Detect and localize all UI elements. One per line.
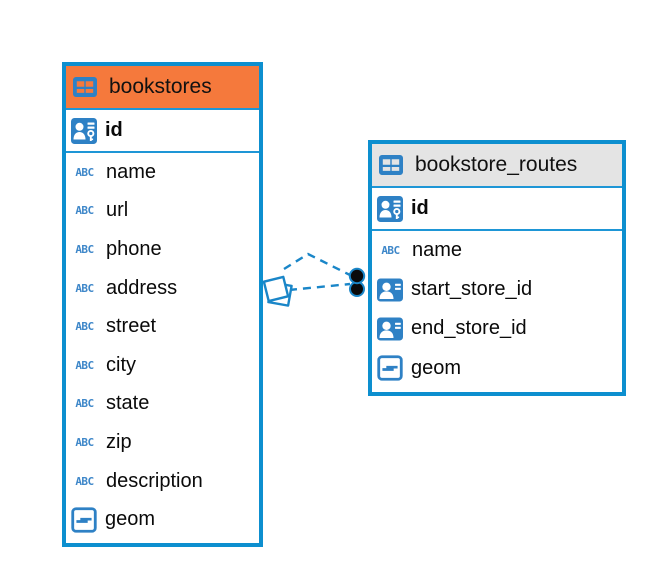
- column-row-url[interactable]: ABC url: [66, 192, 259, 231]
- column-row-state[interactable]: ABC state: [66, 385, 259, 424]
- column-name: start_store_id: [411, 278, 533, 301]
- column-name: state: [106, 392, 150, 415]
- column-row-description[interactable]: ABC description: [66, 462, 259, 501]
- geometry-icon: [71, 507, 97, 533]
- text-type-icon: ABC: [75, 242, 94, 256]
- column-name: phone: [106, 237, 162, 260]
- text-type-icon: ABC: [75, 204, 94, 218]
- column-row-start_store_id[interactable]: start_store_id: [372, 270, 622, 309]
- column-name: name: [106, 160, 157, 183]
- column-name: street: [106, 315, 157, 338]
- foreign-key-icon: [377, 316, 403, 342]
- column-name: id: [105, 119, 123, 141]
- relationship-line-2[interactable]: [288, 282, 351, 292]
- table-title: bookstores: [109, 75, 212, 98]
- table-bookstore-routes[interactable]: bookstore_routes id ABC name start_store_i…: [368, 140, 626, 396]
- geometry-icon: [377, 355, 403, 381]
- column-name: id: [411, 197, 429, 219]
- table-header[interactable]: bookstores: [66, 66, 259, 110]
- text-type-icon: ABC: [75, 435, 94, 449]
- relationship-target-marker: [348, 267, 366, 297]
- text-type-icon: ABC: [75, 165, 94, 179]
- column-row-phone[interactable]: ABC phone: [66, 230, 259, 269]
- column-row-name[interactable]: ABC name: [66, 153, 259, 192]
- foreign-key-icon: [377, 277, 403, 303]
- column-row-street[interactable]: ABC street: [66, 307, 259, 346]
- column-row-end_store_id[interactable]: end_store_id: [372, 309, 622, 348]
- column-name: zip: [106, 430, 132, 453]
- column-row-id[interactable]: id: [66, 110, 259, 153]
- table-icon: [72, 74, 98, 100]
- relationship-source-marker: [262, 275, 293, 307]
- primary-key-icon: [71, 118, 97, 144]
- table-title: bookstore_routes: [415, 153, 578, 176]
- column-name: description: [106, 469, 203, 492]
- text-type-icon: ABC: [75, 281, 94, 295]
- column-row-city[interactable]: ABC city: [66, 346, 259, 385]
- text-type-icon: ABC: [75, 320, 94, 334]
- column-name: name: [412, 239, 463, 262]
- text-type-icon: ABC: [75, 474, 94, 488]
- column-row-name[interactable]: ABC name: [372, 231, 622, 270]
- column-name: end_store_id: [411, 317, 527, 340]
- text-type-icon: ABC: [381, 244, 400, 258]
- text-type-icon: ABC: [75, 358, 94, 372]
- relationship-line-1[interactable]: [283, 252, 353, 278]
- column-row-address[interactable]: ABC address: [66, 269, 259, 308]
- column-name: url: [106, 199, 129, 222]
- column-name: city: [106, 353, 136, 376]
- column-row-geom[interactable]: geom: [66, 500, 259, 539]
- column-row-id[interactable]: id: [372, 188, 622, 231]
- column-name: geom: [105, 508, 156, 531]
- column-name: address: [106, 276, 178, 299]
- table-header[interactable]: bookstore_routes: [372, 144, 622, 188]
- column-row-geom[interactable]: geom: [372, 349, 622, 388]
- column-name: geom: [411, 356, 462, 379]
- primary-key-icon: [377, 196, 403, 222]
- table-icon: [378, 152, 404, 178]
- column-row-zip[interactable]: ABC zip: [66, 423, 259, 462]
- text-type-icon: ABC: [75, 397, 94, 411]
